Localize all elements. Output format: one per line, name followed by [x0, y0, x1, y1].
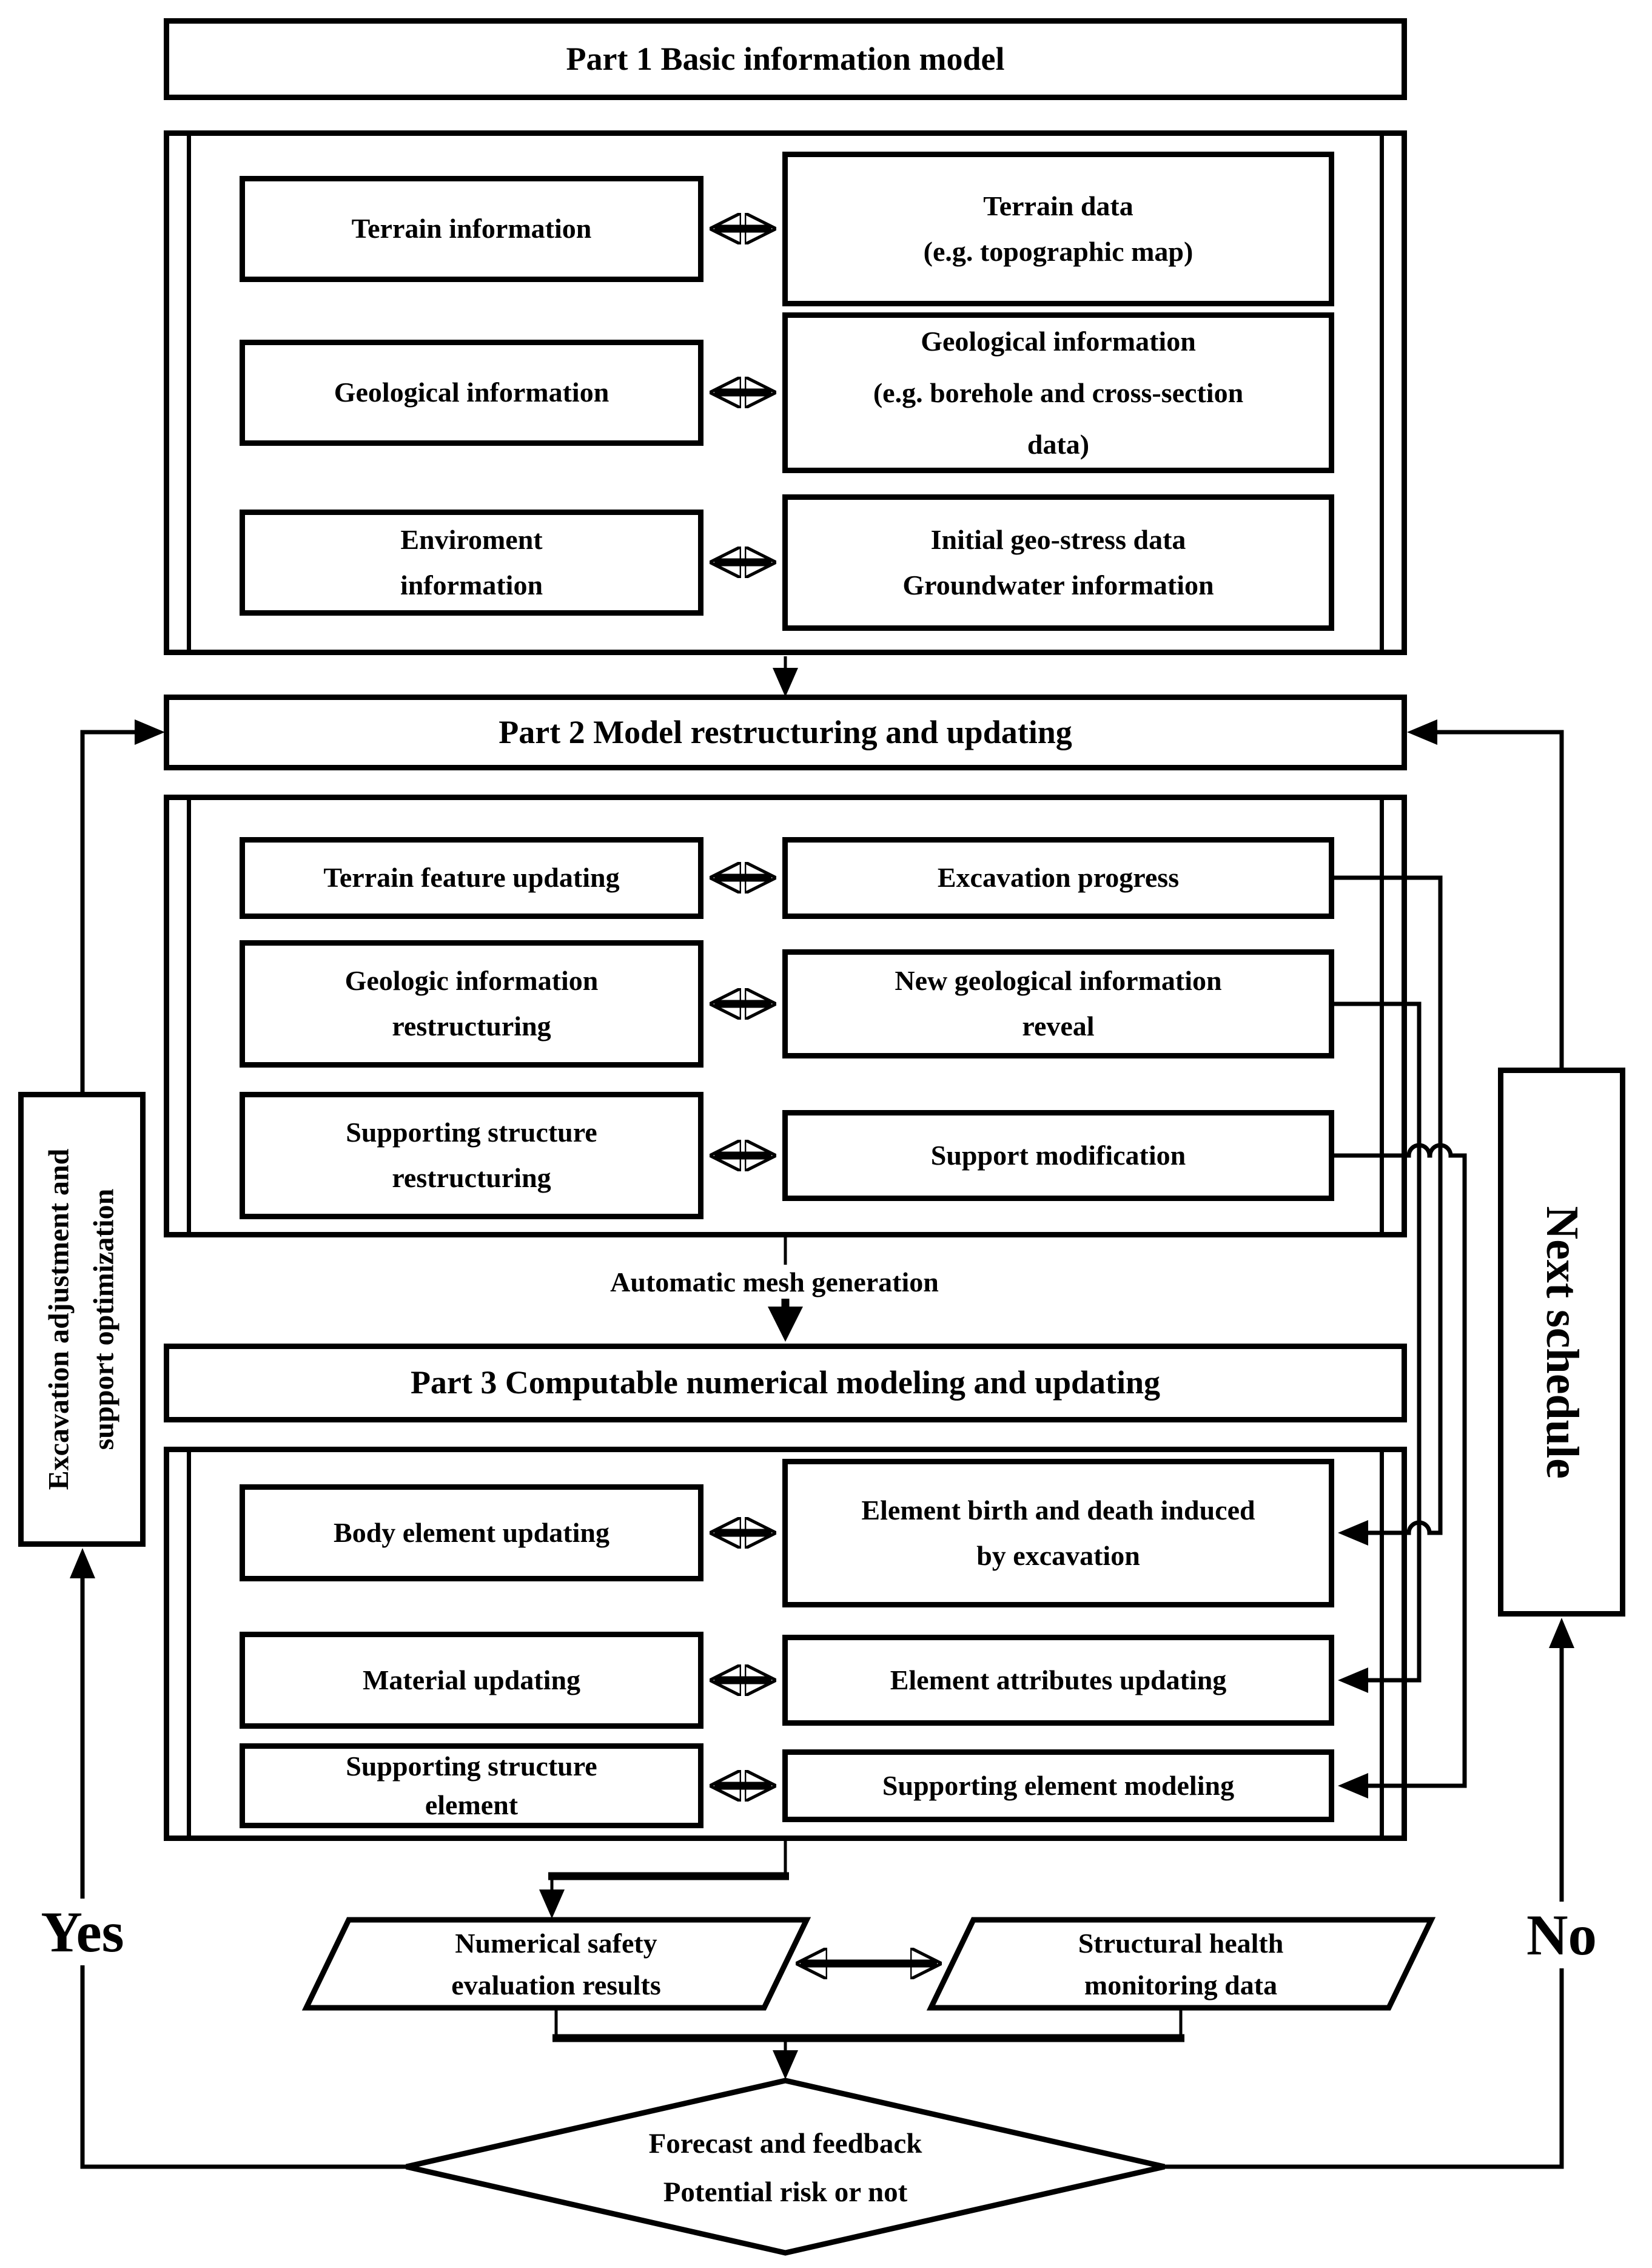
diamond-forecast-feedback	[406, 2078, 1165, 2256]
rail-new-geological-to-element-attributes	[1334, 1001, 1422, 1693]
box-element-attributes-updating-line-1: Element attributes updating	[890, 1664, 1227, 1695]
box-geological-information: Geological information	[240, 340, 703, 446]
label-numerical-safety-line-1: Numerical safety	[455, 1927, 657, 1959]
part1-sidebar-right	[1380, 136, 1384, 650]
box-new-geological-reveal-line-2: reveal	[1022, 1011, 1095, 1041]
box-enviroment-information: Enviroment information	[240, 510, 703, 616]
box-excavation-progress-line-1: Excavation progress	[937, 862, 1180, 893]
box-supporting-restructuring: Supporting structure restructuring	[240, 1092, 703, 1219]
box-geologic-restructuring-line-2: restructuring	[392, 1011, 551, 1041]
rail-support-modification-to-supporting-element	[1334, 1143, 1467, 1799]
part2-sidebar-right	[1380, 800, 1384, 1232]
part1-title-box: Part 1 Basic information model	[164, 18, 1407, 100]
box-supporting-restructuring-line-2: restructuring	[392, 1162, 551, 1193]
box-geologic-restructuring-line-1: Geologic information	[344, 965, 599, 997]
box-geostress-groundwater: Initial geo-stress data Groundwater info…	[782, 494, 1334, 631]
part3-sidebar-right	[1380, 1452, 1384, 1836]
box-new-geological-reveal: New geological information reveal	[782, 949, 1334, 1058]
box-geological-information-data-line-1: Geological information	[921, 325, 1196, 357]
box-element-birth-death-line-2: by excavation	[976, 1539, 1140, 1571]
box-geostress-groundwater-line-1: Initial geo-stress data	[930, 523, 1186, 555]
label-numerical-safety: Numerical safety evaluation results	[344, 1923, 768, 2005]
part1-title: Part 1 Basic information model	[566, 40, 1005, 77]
part2-sidebar-left	[187, 800, 191, 1232]
box-enviroment-information-line-1: Enviroment	[400, 523, 543, 555]
box-element-attributes-updating: Element attributes updating	[782, 1635, 1334, 1726]
box-supporting-structure-element-line-2: element	[425, 1789, 519, 1820]
box-excavation-adjustment-line-2: support optimization	[88, 1188, 120, 1450]
loop-yes-left	[70, 719, 406, 2169]
box-terrain-information: Terrain information	[240, 176, 703, 282]
label-forecast-feedback-line-1: Forecast and feedback	[648, 2128, 922, 2160]
box-supporting-structure-element-line-1: Supporting structure	[346, 1750, 597, 1782]
box-excavation-adjustment-line-1: Excavation adjustment and	[42, 1148, 75, 1490]
box-support-modification-line-1: Support modification	[930, 1139, 1186, 1171]
box-terrain-feature-updating: Terrain feature updating	[240, 837, 703, 919]
box-geological-information-data-line-2: (e.g. borehole and cross-section	[873, 377, 1244, 408]
label-structural-health-line-1: Structural health	[1078, 1927, 1284, 1959]
box-geological-information-line-1: Geological information	[334, 377, 609, 408]
parallelogram-structural-health	[926, 1917, 1436, 2011]
label-forecast-feedback-line-2: Potential risk or not	[663, 2176, 908, 2208]
label-no-text: No	[1526, 1903, 1597, 1967]
label-forecast-feedback: Forecast and feedback Potential risk or …	[543, 2120, 1028, 2217]
part1-sidebar-left	[187, 136, 191, 650]
part3-title-box: Part 3 Computable numerical modeling and…	[164, 1344, 1407, 1422]
connector-part3-to-results	[539, 1841, 789, 1919]
part2-title-box: Part 2 Model restructuring and updating	[164, 695, 1407, 770]
box-terrain-data-line-1: Terrain data	[983, 190, 1133, 221]
label-structural-health-line-2: monitoring data	[1084, 1969, 1278, 2000]
box-excavation-adjustment: Excavation adjustment and support optimi…	[18, 1092, 146, 1547]
box-element-birth-death: Element birth and death induced by excav…	[782, 1459, 1334, 1607]
box-enviroment-information-line-2: information	[400, 569, 543, 601]
box-next-schedule-line-1: Next schedule	[1536, 1205, 1588, 1479]
parallelogram-numerical-safety	[301, 1917, 811, 2011]
part2-title: Part 2 Model restructuring and updating	[499, 713, 1072, 750]
box-geological-information-data-line-3: data)	[1027, 429, 1090, 460]
box-terrain-data-line-2: (e.g. topographic map)	[923, 235, 1194, 267]
box-support-modification: Support modification	[782, 1110, 1334, 1201]
loop-no-right	[1164, 719, 1574, 2169]
box-terrain-data: Terrain data (e.g. topographic map)	[782, 152, 1334, 306]
box-new-geological-reveal-line-1: New geological information	[895, 965, 1222, 997]
connector-results-to-diamond	[552, 2008, 1184, 2079]
box-material-updating: Material updating	[240, 1632, 703, 1729]
box-body-element-updating-line-1: Body element updating	[334, 1516, 609, 1548]
part3-title: Part 3 Computable numerical modeling and…	[410, 1364, 1161, 1401]
box-element-birth-death-line-1: Element birth and death induced	[861, 1494, 1255, 1526]
box-geologic-restructuring: Geologic information restructuring	[240, 940, 703, 1068]
mesh-generation-label: Automatic mesh generation	[577, 1265, 972, 1299]
label-yes-text: Yes	[41, 1900, 124, 1964]
mesh-generation-text: Automatic mesh generation	[610, 1266, 939, 1297]
box-material-updating-line-1: Material updating	[362, 1664, 581, 1695]
arrow-mesh-generation	[768, 1237, 803, 1342]
label-yes: Yes	[22, 1899, 143, 1965]
part1-section	[164, 130, 1407, 655]
label-numerical-safety-line-2: evaluation results	[451, 1969, 661, 2000]
box-geological-information-data: Geological information (e.g. borehole an…	[782, 312, 1334, 473]
box-terrain-information-line-1: Terrain information	[351, 213, 592, 244]
box-supporting-structure-element: Supporting structure element	[240, 1743, 703, 1828]
box-terrain-feature-updating-line-1: Terrain feature updating	[323, 862, 620, 893]
part3-sidebar-left	[187, 1452, 191, 1836]
box-body-element-updating: Body element updating	[240, 1484, 703, 1581]
box-supporting-element-modeling-line-1: Supporting element modeling	[882, 1769, 1235, 1801]
box-geostress-groundwater-line-2: Groundwater information	[902, 569, 1214, 601]
box-supporting-restructuring-line-1: Supporting structure	[346, 1117, 597, 1148]
box-next-schedule: Next schedule	[1498, 1068, 1625, 1617]
box-supporting-element-modeling: Supporting element modeling	[782, 1749, 1334, 1822]
arrow-part1-to-part2	[773, 656, 798, 697]
part3-section	[164, 1447, 1407, 1841]
label-no: No	[1501, 1902, 1622, 1968]
label-structural-health: Structural health monitoring data	[969, 1923, 1393, 2005]
box-excavation-progress: Excavation progress	[782, 837, 1334, 919]
part2-section	[164, 795, 1407, 1237]
